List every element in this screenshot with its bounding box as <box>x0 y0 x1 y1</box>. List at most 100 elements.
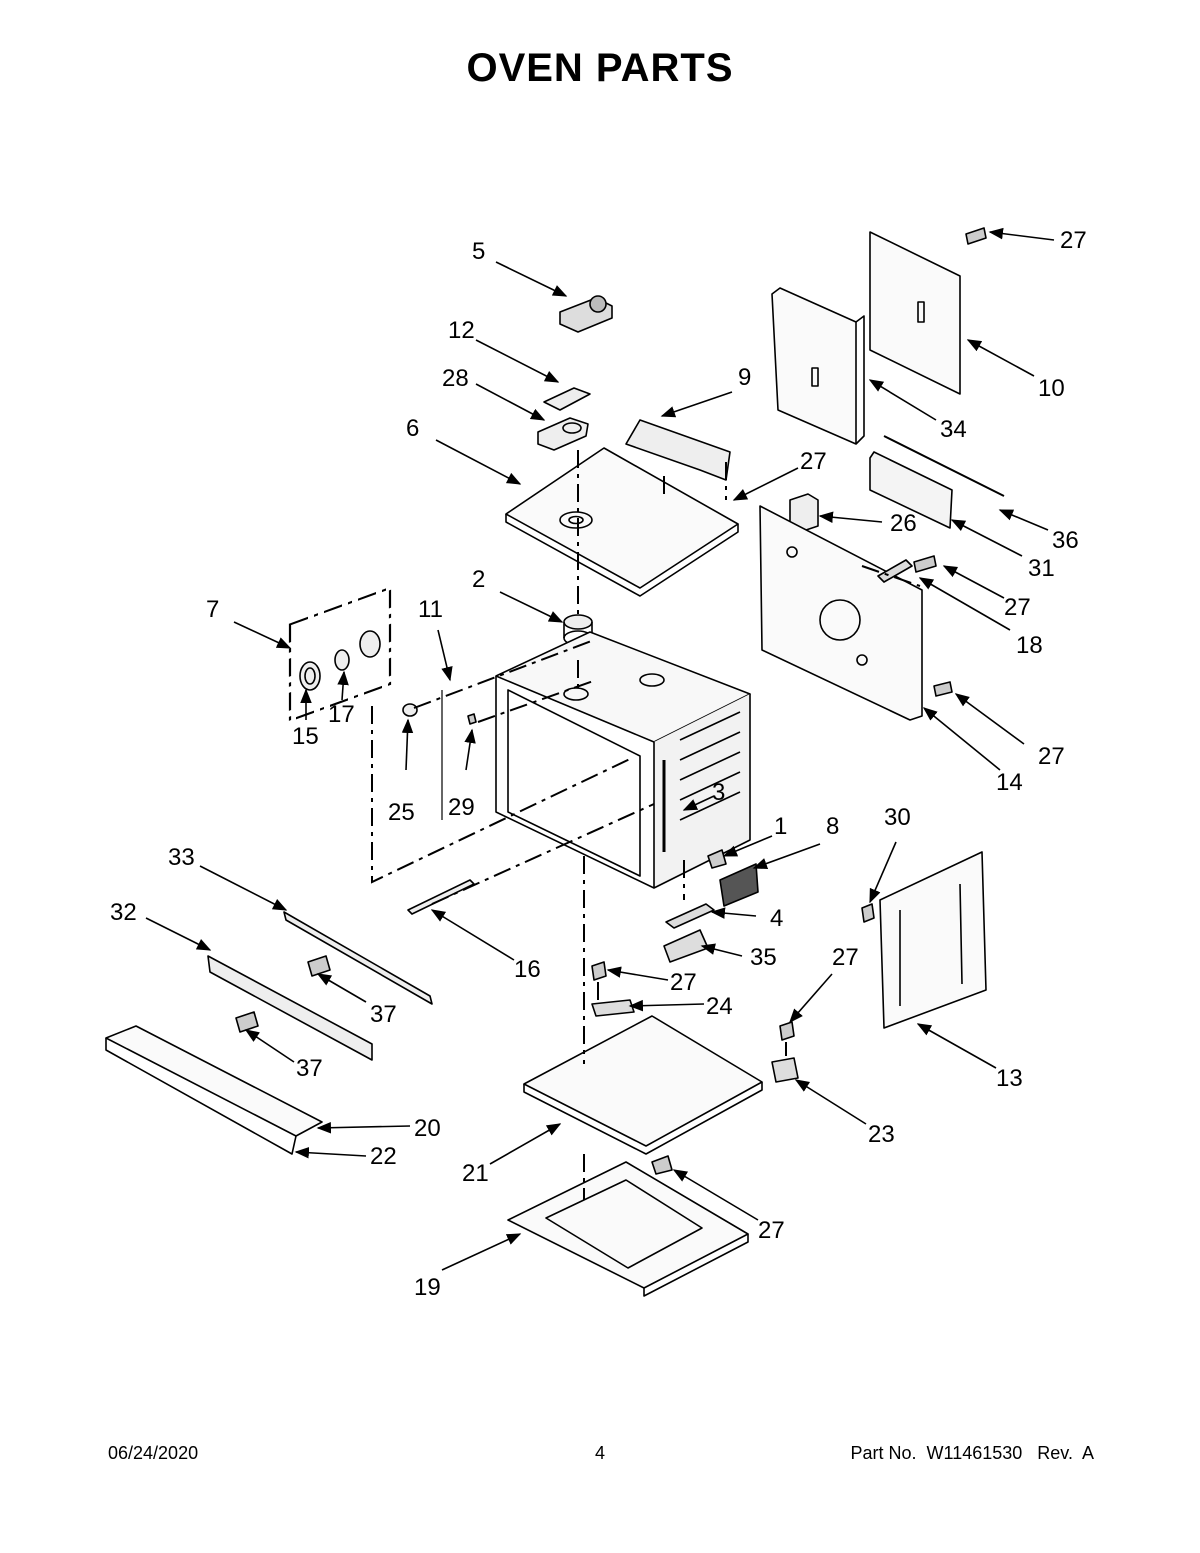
callout-13: 13 <box>996 1065 1023 1092</box>
leader-27e <box>606 966 669 981</box>
part-33-rail <box>283 911 433 1005</box>
part-27-screw <box>591 961 607 981</box>
alignment-line <box>477 679 597 723</box>
leader-10 <box>966 339 1035 377</box>
callout-26: 26 <box>890 510 917 537</box>
callout-25: 25 <box>388 799 415 826</box>
part-3-oven-cavity <box>495 631 751 889</box>
callout-11: 11 <box>418 596 443 623</box>
leader-17 <box>337 670 349 701</box>
part-24-bracket <box>591 999 635 1017</box>
part-20-trim <box>105 1025 323 1155</box>
leader-7 <box>233 621 292 649</box>
footer-part-number: Part No. W11461530 Rev. A <box>850 1443 1094 1463</box>
callout-group-box-7 <box>288 586 392 722</box>
callout-27-lower: 27 <box>670 969 697 996</box>
alignment-line <box>413 639 595 709</box>
leader-8 <box>752 843 821 869</box>
callout-18: 18 <box>1016 632 1043 659</box>
leader-32 <box>145 917 212 951</box>
part-36-rod <box>883 435 1005 497</box>
leader-27a <box>988 227 1055 241</box>
part-27-screw <box>779 1021 795 1041</box>
leader-36 <box>998 509 1049 531</box>
callout-6: 6 <box>406 415 419 442</box>
callout-35: 35 <box>750 944 777 971</box>
callout-21: 21 <box>462 1160 489 1187</box>
part-37-screw <box>235 1011 259 1033</box>
part-21-bottom-panel <box>523 1015 763 1155</box>
part-29-screw <box>467 713 477 725</box>
callout-19: 19 <box>414 1274 441 1301</box>
leader-33 <box>199 865 288 911</box>
callout-33: 33 <box>168 844 195 871</box>
part-16-probe <box>407 879 475 915</box>
page-title: OVEN PARTS <box>466 46 734 90</box>
callout-10: 10 <box>1038 375 1065 402</box>
leader-21 <box>489 1123 562 1165</box>
callout-4: 4 <box>770 905 783 932</box>
part-10-panel <box>869 231 961 395</box>
part-18-bracket <box>877 559 913 583</box>
part-13-side-panel <box>879 851 987 1029</box>
part-27-screw <box>913 555 937 573</box>
callout-2: 2 <box>472 566 485 593</box>
alignment-line <box>861 565 921 587</box>
part-37-screw <box>307 955 331 977</box>
leader-37b <box>244 1029 295 1063</box>
callout-27-mid: 27 <box>1004 594 1031 621</box>
callout-8: 8 <box>826 813 839 840</box>
part-4-bracket <box>665 903 715 929</box>
callout-24: 24 <box>706 993 733 1020</box>
part-14-rear-wall <box>759 505 923 721</box>
callout-27-side: 27 <box>832 944 859 971</box>
leader-25 <box>401 718 414 771</box>
part-32-rail <box>207 955 373 1061</box>
callout-32: 32 <box>110 899 137 926</box>
leader-14 <box>922 707 1001 771</box>
leader-9 <box>660 391 733 418</box>
callout-34: 34 <box>940 416 967 443</box>
alignment-line <box>431 803 655 905</box>
leader-27f <box>789 973 833 1024</box>
leader-27g <box>672 1169 759 1221</box>
part-23-bracket <box>771 1057 799 1083</box>
callout-17: 17 <box>328 701 355 728</box>
callout-29: 29 <box>448 794 475 821</box>
part-30-clip <box>861 903 875 923</box>
part-28-bracket <box>537 417 589 451</box>
callout-16: 16 <box>514 956 541 983</box>
callout-27-bottom: 27 <box>758 1217 785 1244</box>
part-34-panel <box>771 287 865 445</box>
leader-6 <box>435 439 522 485</box>
leader-24 <box>628 999 705 1012</box>
leader-18 <box>918 577 1011 631</box>
leader-13 <box>916 1023 997 1069</box>
leader-26 <box>818 511 883 523</box>
callout-5: 5 <box>472 238 485 265</box>
part-31-bracket <box>869 451 953 529</box>
callout-37-lower: 37 <box>296 1055 323 1082</box>
part-25-plug <box>402 703 418 717</box>
leader-16 <box>430 909 515 961</box>
leader-11 <box>437 629 453 682</box>
leader-23 <box>794 1079 867 1125</box>
alignment-line <box>371 706 633 884</box>
callout-3: 3 <box>712 779 725 806</box>
part-27-screw <box>651 1155 673 1175</box>
callout-27-right: 27 <box>1038 743 1065 770</box>
callout-28: 28 <box>442 365 469 392</box>
leader-35 <box>700 943 743 957</box>
footer-page-number: 4 <box>594 1443 605 1463</box>
callout-36: 36 <box>1052 527 1079 554</box>
part-19-bottom-pan <box>507 1161 749 1297</box>
leader-19 <box>441 1233 522 1271</box>
callout-31: 31 <box>1028 555 1055 582</box>
part-1-screw <box>707 849 727 869</box>
leader-12 <box>475 339 560 383</box>
leader-20 <box>316 1121 411 1134</box>
part-12-bracket <box>543 387 591 411</box>
leader-29 <box>464 728 476 771</box>
part-35-block <box>663 929 709 963</box>
